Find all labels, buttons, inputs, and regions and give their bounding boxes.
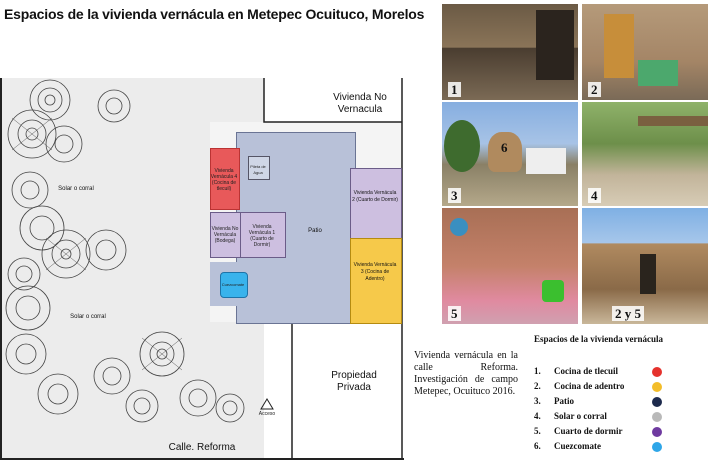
room-vivienda-4-label: Vivienda Vernácula 4 (Cocina de tlecuil) <box>210 168 238 192</box>
legend-item-6: 6. Cuezcomate <box>534 441 674 451</box>
room-pileta <box>248 156 270 180</box>
photo-2y5: 2 y 5 <box>582 208 708 324</box>
photo-4: 4 <box>582 102 708 206</box>
photo-2-shelf <box>604 14 634 78</box>
boundary-lines <box>263 78 403 458</box>
photo-5-label: 5 <box>448 306 461 321</box>
acceso-icon <box>260 398 274 410</box>
room-bodega <box>210 212 242 258</box>
legend-label: Cuezcomate <box>554 441 601 451</box>
photo-5-basket <box>450 218 468 236</box>
room-vivienda-2-label: Vivienda Vernácula 2 (Cuarto de Dormir) <box>352 190 398 203</box>
legend-item-2: 2. Cocina de adentro <box>534 381 674 391</box>
cuezcomate-circle <box>220 272 248 298</box>
legend-swatch-4 <box>652 412 662 422</box>
room-vivienda-3-label: Vivienda Vernácula 3 (Cocina de Adentro) <box>353 262 397 282</box>
photo-4-roof <box>638 116 708 126</box>
photo-2: 2 <box>582 4 708 100</box>
legend-swatch-1 <box>652 367 662 377</box>
solar-label-top: Solar o corral <box>58 186 94 192</box>
calle-label: Calle. Reforma <box>168 442 236 453</box>
photo-1: 1 <box>442 4 578 100</box>
photo-3-cuezcomate <box>488 132 522 172</box>
legend-swatch-5 <box>652 427 662 437</box>
legend-item-4: 4. Solar o corral <box>534 411 674 421</box>
room-bodega-label: Vivienda No Vernácula (Bodega) <box>211 226 239 244</box>
photo-1-label: 1 <box>448 82 461 97</box>
legend-item-5: 5. Cuarto de dormir <box>534 426 674 436</box>
photo-5-bucket <box>542 280 564 302</box>
legend-item-1: 1. Cocina de tlecuil <box>534 366 674 376</box>
legend-num: 6. <box>534 441 541 451</box>
room-vivienda-1-label: Vivienda Vernácula 1 (Cuarto de Dormir) <box>248 224 276 248</box>
legend-num: 3. <box>534 396 541 406</box>
photo-3-house <box>526 148 566 174</box>
cuezcomate-label: Cuezcomate <box>221 282 245 287</box>
legend-swatch-6 <box>652 442 662 452</box>
photo-5: 5 <box>442 208 578 324</box>
photo-3-tree <box>444 120 480 172</box>
legend-num: 4. <box>534 411 541 421</box>
room-vivienda-2 <box>350 168 402 240</box>
room-vivienda-4 <box>210 148 240 210</box>
legend-label: Cocina de adentro <box>554 381 625 391</box>
legend-label: Patio <box>554 396 574 406</box>
photo-2-label: 2 <box>588 82 601 97</box>
legend-num: 2. <box>534 381 541 391</box>
legend-label: Solar o corral <box>554 411 607 421</box>
page-title: Espacios de la vivienda vernácula en Met… <box>4 6 425 22</box>
photo-1-doorway <box>536 10 574 80</box>
caption-text: Vivienda vernácula en la calle Reforma. … <box>414 350 518 397</box>
room-vivienda-3 <box>350 238 402 324</box>
vivienda-no-vernacula-label: Vivienda No Vernacula <box>333 92 387 115</box>
photo-6-label: 6 <box>501 140 508 155</box>
propiedad-privada-label: Propiedad Privada <box>331 370 377 393</box>
acceso-label: Acceso <box>258 411 276 417</box>
photo-2y5-label: 2 y 5 <box>612 306 644 321</box>
photo-2y5-door <box>640 254 656 294</box>
room-vivienda-1 <box>240 212 286 258</box>
patio-label: Patio <box>308 228 322 234</box>
pileta-label: Pileta de Agua <box>250 164 266 175</box>
vegetation-drawing <box>5 79 245 423</box>
photo-3-label: 3 <box>448 188 461 203</box>
legend-label: Cocina de tlecuil <box>554 366 618 376</box>
legend-title: Espacios de la vivienda vernácula <box>534 334 664 344</box>
legend-num: 1. <box>534 366 541 376</box>
legend-swatch-3 <box>652 397 662 407</box>
legend-label: Cuarto de dormir <box>554 426 623 436</box>
photo-2-table <box>638 60 678 86</box>
legend-item-3: 3. Patio <box>534 396 674 406</box>
floor-plan: Solar o corral Solar o corral Patio Vivi… <box>0 78 404 460</box>
legend-swatch-2 <box>652 382 662 392</box>
solar-label-bottom: Solar o corral <box>70 314 106 320</box>
legend-num: 5. <box>534 426 541 436</box>
photo-3: 6 3 <box>442 102 578 206</box>
photo-4-label: 4 <box>588 188 601 203</box>
